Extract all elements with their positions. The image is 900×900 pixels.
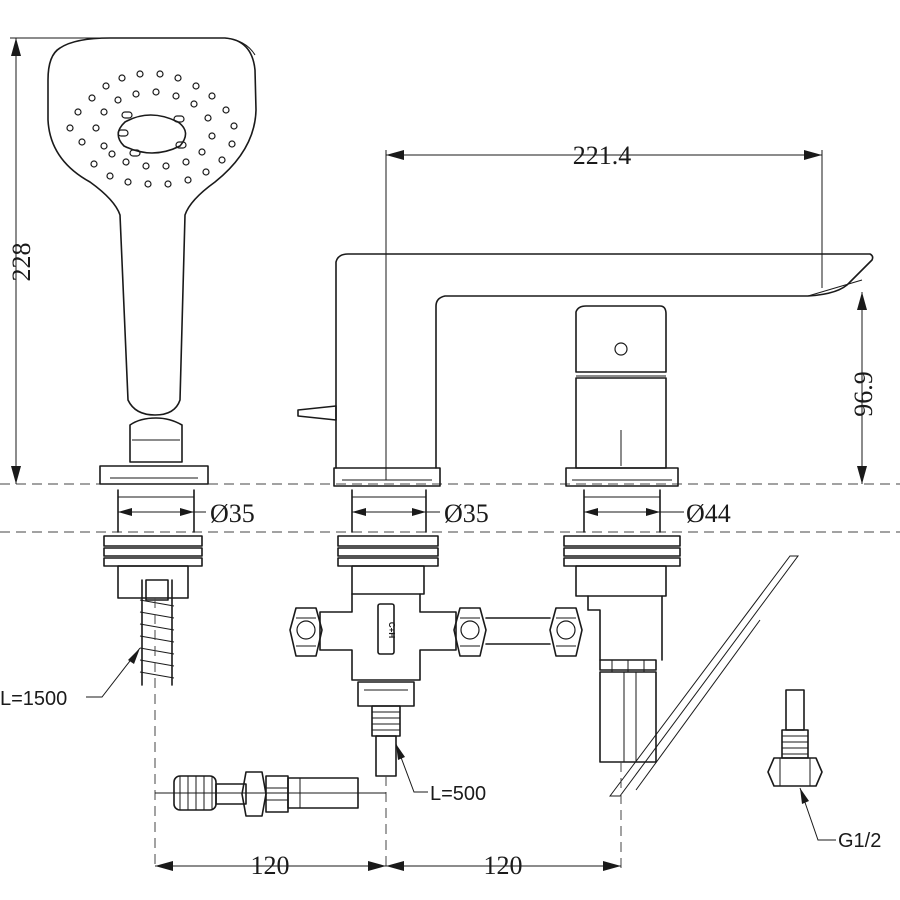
inlet-connector [767, 689, 823, 787]
spray-face [66, 70, 238, 188]
hose-connection [155, 771, 386, 817]
control-handle [563, 305, 799, 870]
dim-spout-height: 96.9 [849, 371, 878, 417]
dimension-228: 228 [7, 37, 110, 484]
dim-handshower-height: 228 [7, 243, 36, 282]
dim-diameter-handle: Ø44 [686, 499, 731, 528]
mixing-valve-body: C+H [289, 593, 583, 870]
dimension-diameter-spout: Ø35 [352, 499, 489, 528]
dimension-diameter-handle: Ø44 [584, 499, 731, 528]
dimension-diameter-handshower: Ø35 [118, 499, 255, 528]
label-connection-thread: G1/2 [799, 787, 881, 852]
spout [297, 253, 874, 595]
dim-diameter-spout: Ø35 [444, 499, 489, 528]
dimension-221-4: 221.4 [385, 141, 823, 480]
label-pipe-length: L=500 [395, 743, 486, 805]
dim-spacing-right: 120 [484, 851, 523, 880]
dim-diameter-handshower: Ø35 [210, 499, 255, 528]
dimension-96-9: 96.9 [849, 292, 878, 484]
hose-length-label: L=1500 [0, 688, 67, 710]
valve-marking: C+H [387, 622, 396, 638]
hand-shower [47, 37, 257, 870]
connection-thread-label: G1/2 [838, 830, 881, 852]
label-hose-length: L=1500 [0, 647, 141, 710]
dimension-spacing: 120 120 [155, 851, 621, 880]
dim-spout-reach: 221.4 [573, 141, 632, 170]
pipe-length-label: L=500 [430, 783, 486, 805]
dim-spacing-left: 120 [251, 851, 290, 880]
